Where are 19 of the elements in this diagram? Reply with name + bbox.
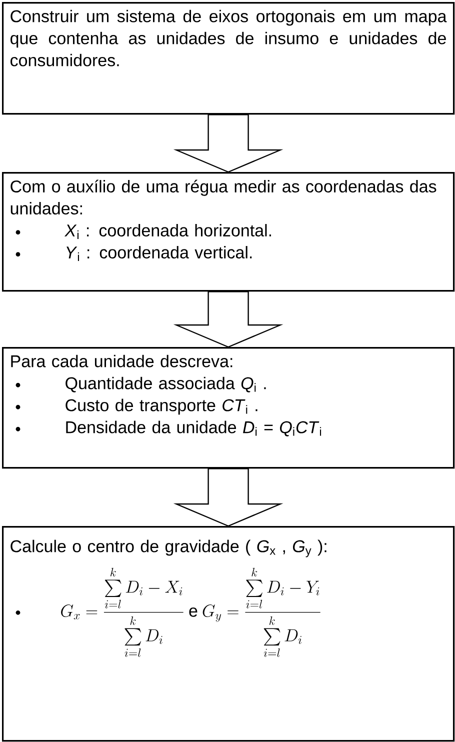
conjunction: e: [189, 608, 198, 617]
formula: $G_y = \frac{\sum\limits_{i=l}^{k} D_i - Y_i}{\sum\limits_{i=l}^{k} D_i}$: [202, 568, 320, 657]
block-arrow: [173, 114, 284, 173]
list-item: Custo de transporte CT$_{i}$ .: [16, 398, 258, 415]
process-box: [2, 172, 455, 292]
list-item: Densidade da unidade D$_{i}$ = Q$_{i}$CT$_{i}$: [16, 420, 322, 436]
process-box: [2, 526, 455, 742]
formula: $G_x = \frac{\sum\limits_{i=l}^{k} D_i - X_i}{\sum\limits_{i=l}^{k} D_i}$: [61, 568, 184, 657]
list-item: Y$_{i}$ : coordenada vertical.: [16, 246, 252, 261]
paragraph: Para cada unidade descreva:: [11, 354, 232, 368]
process-box: [2, 2, 455, 115]
paragraph: Calcule o centro de gravidade ( G$_{x}$ , G$_{y}$ ):: [10, 540, 326, 558]
list-item: Quantidade associada Q$_{i}$ .: [16, 376, 266, 392]
block-arrow: [173, 291, 284, 348]
paragraph: Construir um sistema de eixos ortogonais em um mapa que contenha as unidades de insumo e unidades de consumidores.: [10, 10, 447, 66]
process-box: [2, 347, 455, 469]
paragraph: Com o auxílio de uma régua medir as coordenadas das unidades:: [10, 180, 436, 214]
list-item: X$_{i}$ : coordenada horizontal.: [16, 224, 271, 239]
block-arrow: [173, 468, 284, 527]
